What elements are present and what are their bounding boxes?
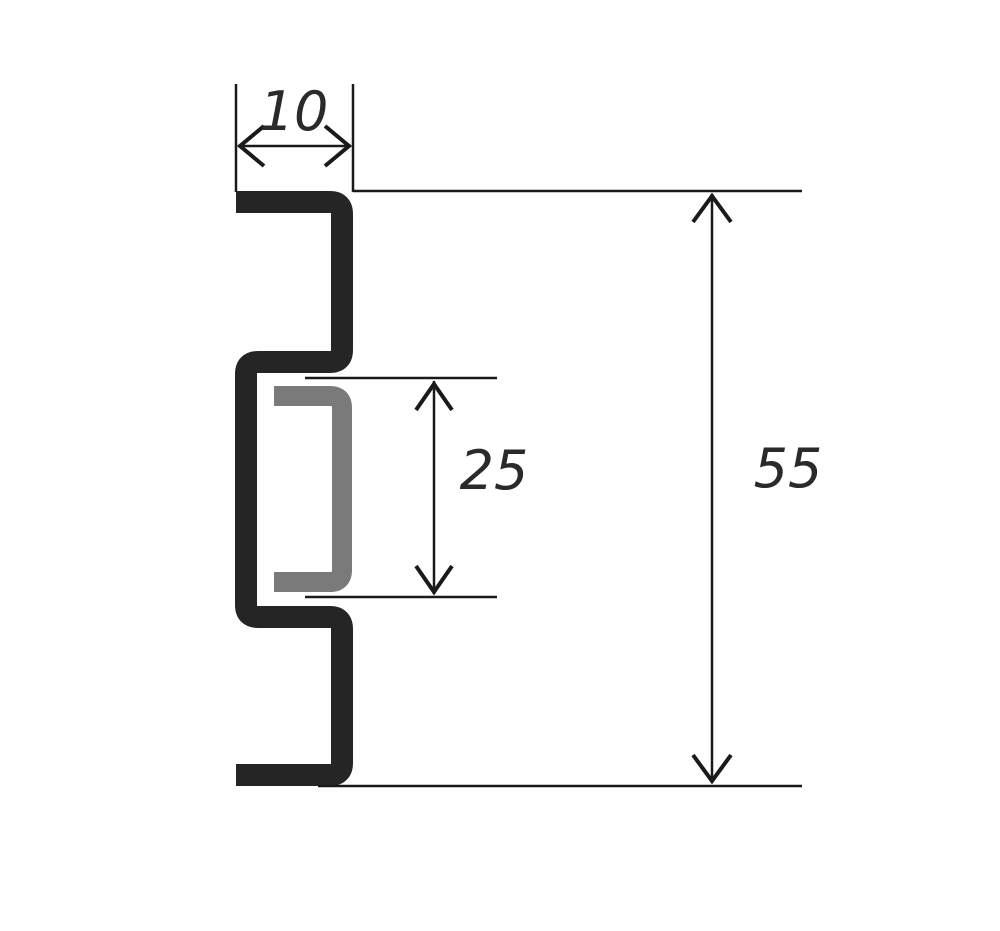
insert-profile <box>274 386 352 592</box>
width-arrow-right <box>323 124 353 168</box>
total-arrow-top <box>691 192 733 224</box>
insert-arrow-top <box>414 380 454 412</box>
width-arrow-left <box>236 124 266 168</box>
total-height-dimension <box>318 189 802 788</box>
total-height-label: 55 <box>754 437 823 500</box>
width-label: 10 <box>260 80 329 143</box>
insert-height-label: 25 <box>460 439 529 502</box>
insert-arrow-bottom <box>414 564 454 596</box>
width-dimension <box>234 84 355 192</box>
insert-height-dimension <box>305 376 497 599</box>
main-profile <box>235 191 353 786</box>
total-arrow-bottom <box>691 753 733 785</box>
